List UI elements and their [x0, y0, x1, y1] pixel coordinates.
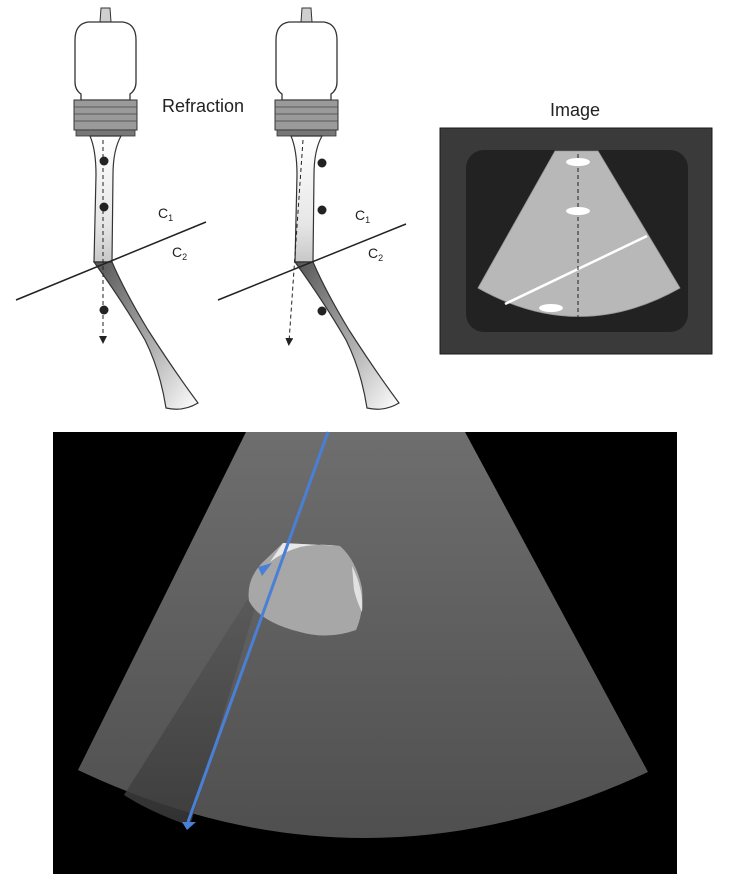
image-reflector: [539, 304, 563, 312]
medium-lower-label: C2: [368, 245, 383, 263]
dot-marker-icon: [99, 305, 109, 315]
beam-entry-arrow: [258, 563, 272, 576]
interface-line-left: [15, 221, 207, 301]
dot-marker-icon: [317, 205, 327, 215]
ultrasound-sector: [78, 432, 648, 839]
medium-lower-label: C2: [172, 244, 187, 262]
dot-marker-icon: [317, 306, 327, 316]
image-monitor: [439, 127, 713, 355]
transducer-left: C1 C2: [15, 7, 207, 410]
beam-upper: [290, 135, 324, 263]
beam-refracted: [92, 261, 199, 410]
dot-marker-icon: [317, 158, 327, 168]
beam-arrow-head: [182, 822, 196, 830]
beam-path-arrow-right: [285, 139, 304, 346]
dot-marker-icon: [99, 202, 109, 212]
beam-upper: [89, 135, 123, 263]
image-reflector: [566, 158, 590, 166]
ultrasound-image: [53, 431, 677, 874]
transducer-probe-icon: [274, 7, 339, 137]
refraction-title: Refraction: [162, 96, 244, 116]
image-title: Image: [550, 100, 600, 120]
dot-marker-icon: [99, 156, 109, 166]
lesion: [248, 543, 363, 636]
transducer-right: C1 C2: [217, 7, 407, 410]
acoustic-shadow: [124, 585, 262, 826]
image-sector: [477, 150, 681, 317]
medium-upper-label: C1: [158, 205, 173, 223]
refracted-beam-line: [186, 431, 330, 823]
collar-knurl: [74, 106, 137, 122]
collar-knurl: [275, 106, 338, 122]
lesion-bright-edge: [352, 566, 363, 612]
medium-upper-label: C1: [355, 207, 370, 225]
image-interface-line: [504, 234, 648, 306]
image-reflector: [566, 207, 590, 215]
interface-line-right: [217, 223, 407, 301]
beam-refracted: [293, 261, 400, 410]
transducer-probe-icon: [73, 7, 138, 137]
